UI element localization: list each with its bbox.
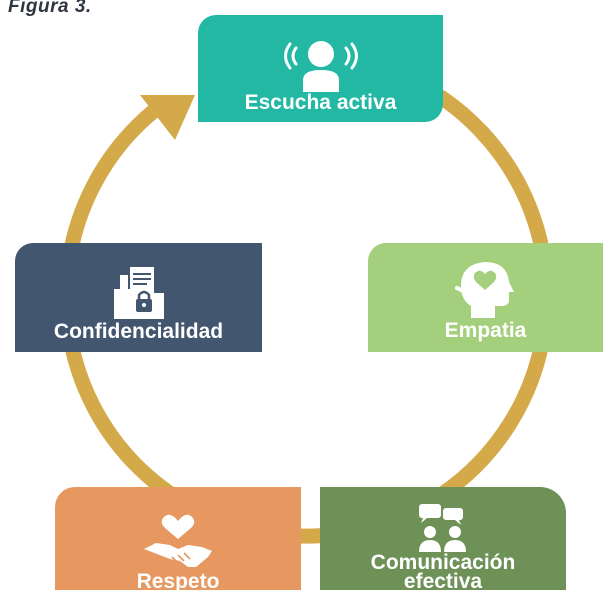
node-confidencialidad: Confidencialidad: [15, 243, 262, 352]
empathy-head-heart-icon: [451, 258, 521, 320]
handshake-heart-icon: [138, 513, 218, 571]
node-empatia: Empatia: [368, 243, 603, 352]
node-label-comunicacion-1: Comunicación: [370, 551, 516, 574]
node-respeto: Respeto: [55, 487, 301, 593]
active-listening-icon: [276, 34, 366, 92]
node-label-respeto: Respeto: [136, 570, 220, 593]
people-chat-icon: [413, 502, 473, 552]
node-label-comunicacion-2: efectiva: [403, 570, 483, 593]
node-label-escucha: Escucha activa: [244, 91, 397, 114]
node-label-confidencialidad: Confidencialidad: [53, 320, 224, 343]
figure-label: Figura 3.: [8, 0, 92, 17]
locked-folder-icon: [104, 265, 174, 321]
node-label-empatia: Empatia: [444, 319, 527, 342]
node-comunicacion-efectiva: Comunicación efectiva: [320, 487, 566, 593]
node-escucha-activa: Escucha activa: [198, 15, 443, 122]
cycle-arrow-head: [140, 95, 195, 140]
